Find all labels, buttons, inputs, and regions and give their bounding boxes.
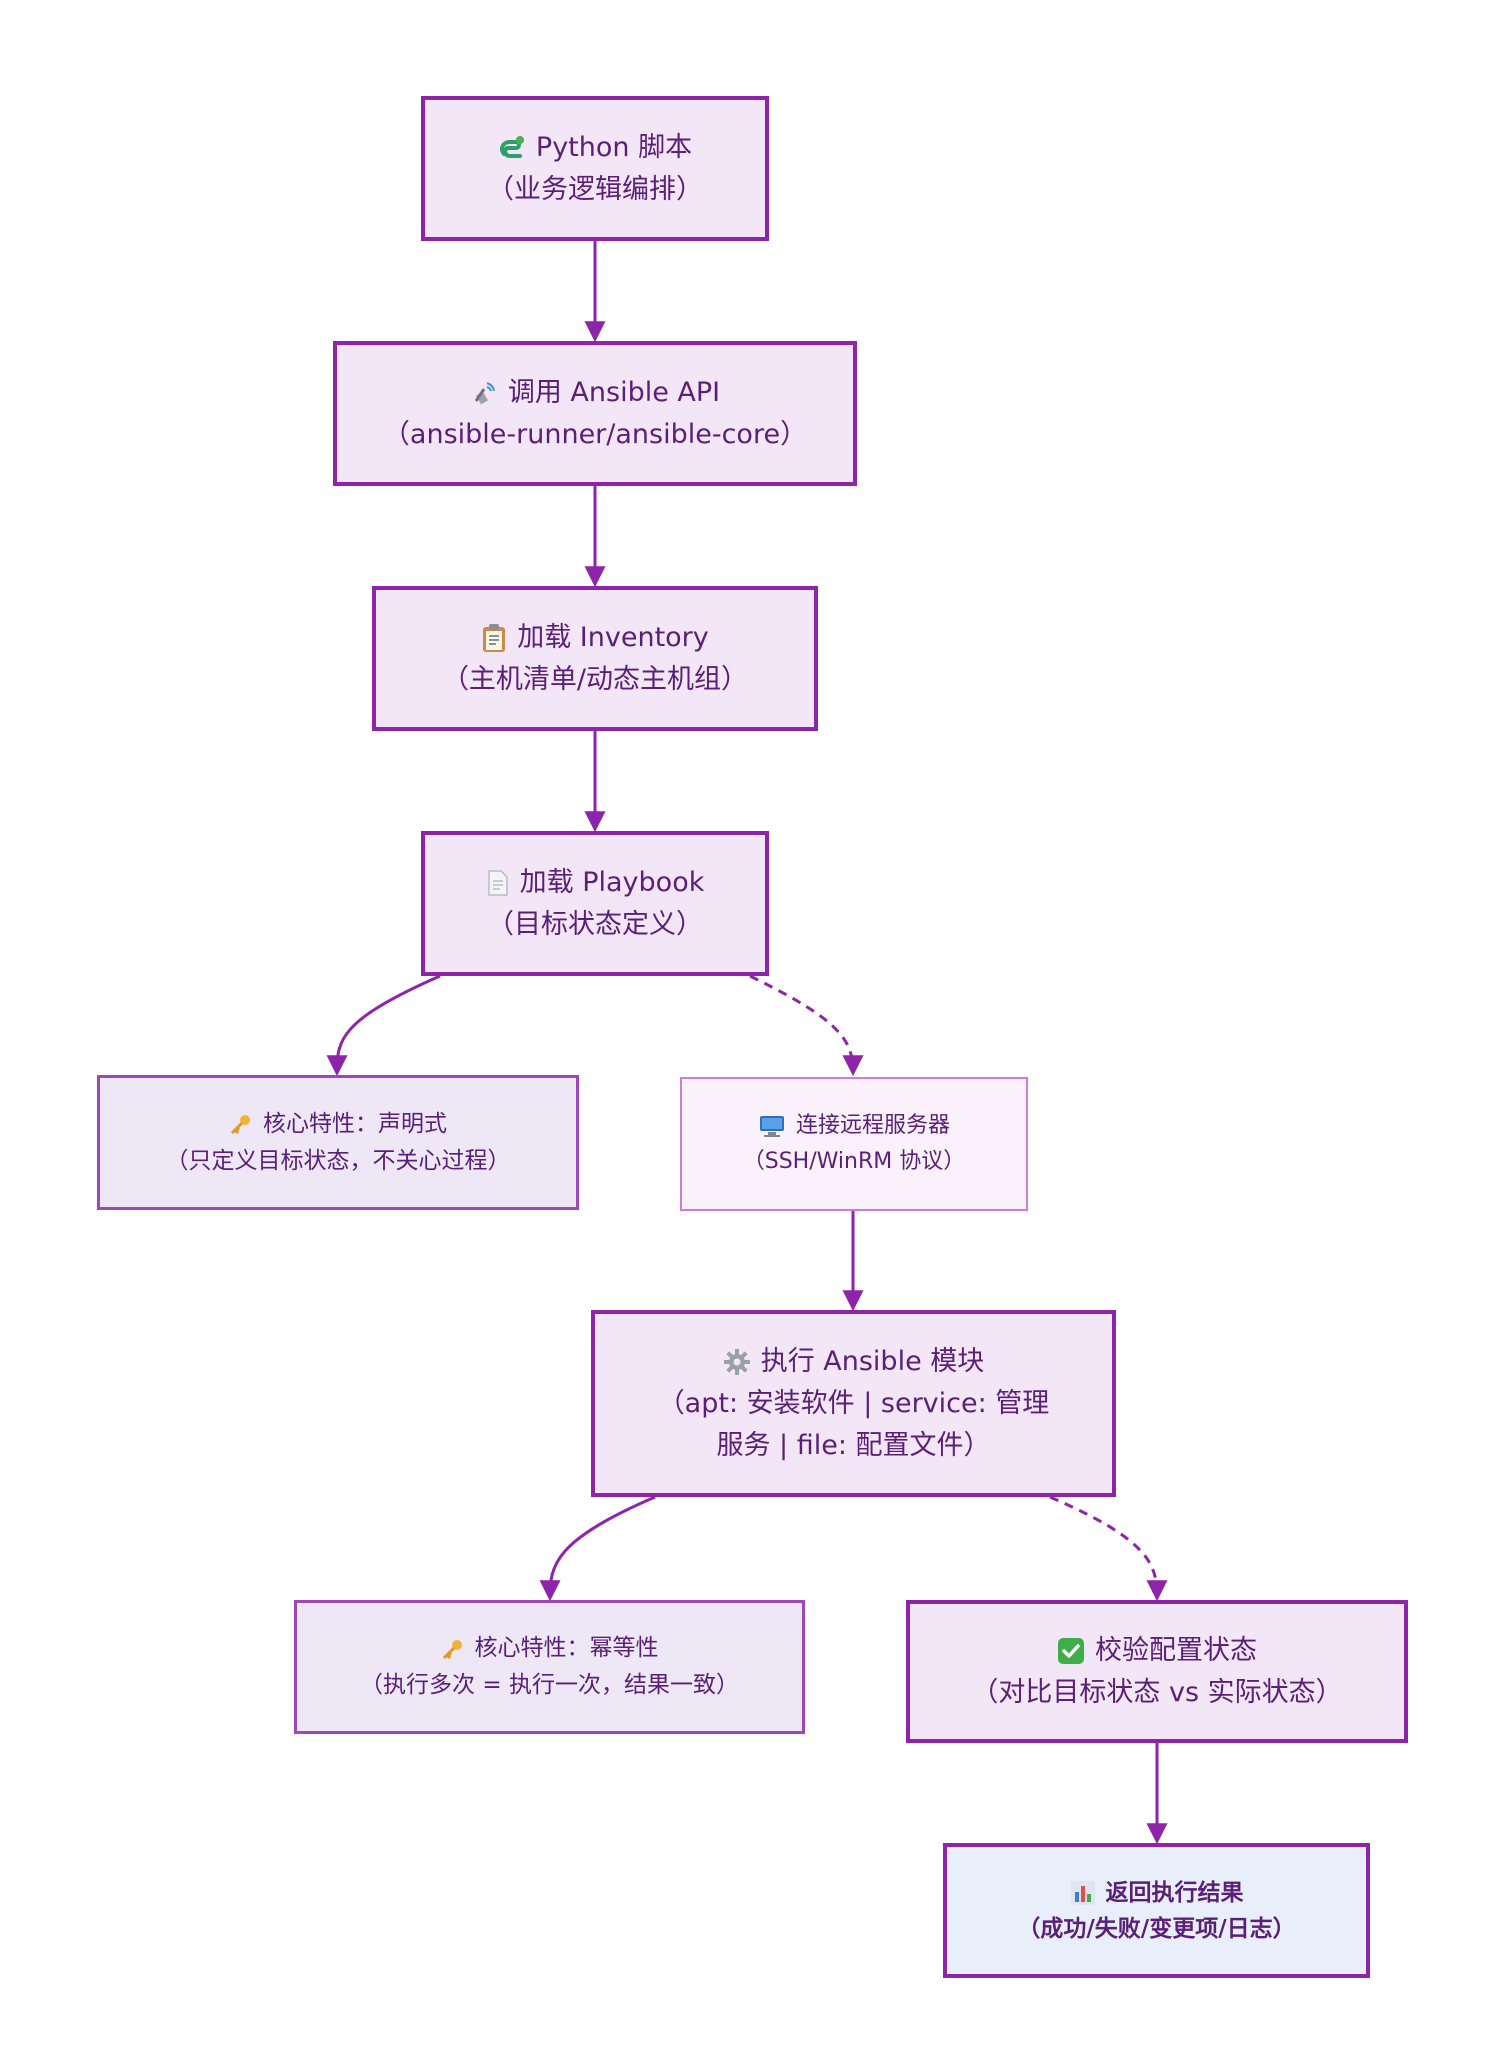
- inventory-node-label: 加载 Inventory: [517, 621, 709, 653]
- connect-remote-node[interactable]: 连接远程服务器 （SSH/WinRM 协议）: [680, 1077, 1028, 1211]
- declarative-node-subtitle: （只定义目标状态，不关心过程）: [165, 1147, 511, 1174]
- result-node-title: 返回执行结果: [1070, 1875, 1244, 1911]
- playbook-node[interactable]: 加载 Playbook （目标状态定义）: [421, 831, 769, 976]
- verify-node-subtitle: （对比目标状态 vs 实际状态）: [971, 1676, 1343, 1708]
- python-node-label: Python 脚本: [535, 131, 693, 163]
- python-node-title: Python 脚本: [498, 127, 692, 169]
- computer-icon: [759, 1116, 784, 1137]
- result-node-label: 返回执行结果: [1105, 1879, 1244, 1906]
- satellite-icon: [474, 382, 495, 405]
- verify-node-title: 校验配置状态: [1057, 1630, 1257, 1672]
- inventory-node[interactable]: 加载 Inventory （主机清单/动态主机组）: [372, 586, 818, 731]
- snake-icon: [499, 136, 524, 158]
- python-script-node[interactable]: Python 脚本 （业务逻辑编排）: [421, 96, 769, 241]
- result-node-subtitle: （成功/失败/变更项/日志）: [1017, 1915, 1296, 1942]
- idempotent-node-label: 核心特性：幂等性: [474, 1635, 659, 1661]
- api-node-title: 调用 Ansible API: [470, 372, 720, 414]
- edge-playbook-to-connect: [749, 974, 864, 1077]
- modules-node-subtitle-2: 服务 | file: 配置文件）: [716, 1429, 991, 1461]
- gear-icon: [723, 1349, 750, 1375]
- inventory-node-title: 加载 Inventory: [481, 617, 709, 659]
- declarative-node-title: 核心特性：声明式: [229, 1106, 447, 1143]
- clipboard-icon: [483, 624, 506, 652]
- verify-config-node[interactable]: 校验配置状态 （对比目标状态 vs 实际状态）: [906, 1600, 1408, 1743]
- playbook-node-label: 加载 Playbook: [519, 866, 705, 898]
- connect-node-title: 连接远程服务器: [758, 1108, 950, 1144]
- api-node-subtitle: （ansible-runner/ansible-core）: [382, 418, 808, 450]
- modules-node-label: 执行 Ansible 模块: [760, 1345, 985, 1377]
- python-node-subtitle: （业务逻辑编排）: [487, 173, 703, 205]
- bar-chart-icon: [1070, 1881, 1095, 1905]
- document-icon: [487, 870, 508, 896]
- connect-node-subtitle: （SSH/WinRM 协议）: [742, 1149, 966, 1174]
- declarative-feature-node[interactable]: 核心特性：声明式 （只定义目标状态，不关心过程）: [97, 1075, 579, 1210]
- edge-modules-to-idempotent: [539, 1495, 656, 1602]
- idempotent-feature-node[interactable]: 核心特性：幂等性 （执行多次 = 执行一次，结果一致）: [294, 1600, 805, 1734]
- playbook-node-title: 加载 Playbook: [486, 862, 705, 904]
- connect-node-label: 连接远程服务器: [795, 1113, 950, 1138]
- execute-modules-node[interactable]: 执行 Ansible 模块 （apt: 安装软件 | service: 管理 服…: [591, 1310, 1116, 1497]
- return-result-node[interactable]: 返回执行结果 （成功/失败/变更项/日志）: [943, 1843, 1370, 1978]
- modules-node-title: 执行 Ansible 模块: [723, 1341, 985, 1383]
- verify-node-label: 校验配置状态: [1095, 1634, 1257, 1666]
- edge-modules-to-verify: [1049, 1495, 1168, 1602]
- key-icon: [442, 1639, 462, 1659]
- idempotent-node-subtitle: （执行多次 = 执行一次，结果一致）: [360, 1672, 739, 1698]
- key-icon: [230, 1115, 250, 1135]
- idempotent-node-title: 核心特性：幂等性: [441, 1630, 659, 1667]
- api-node-label: 调用 Ansible API: [507, 376, 721, 408]
- edge-playbook-to-declarative: [326, 974, 441, 1077]
- check-icon: [1058, 1638, 1084, 1664]
- playbook-node-subtitle: （目标状态定义）: [487, 908, 703, 940]
- inventory-node-subtitle: （主机清单/动态主机组）: [441, 663, 749, 695]
- modules-node-subtitle-1: （apt: 安装软件 | service: 管理: [657, 1387, 1050, 1419]
- ansible-api-node[interactable]: 调用 Ansible API （ansible-runner/ansible-c…: [333, 341, 857, 486]
- declarative-node-label: 核心特性：声明式: [263, 1110, 447, 1137]
